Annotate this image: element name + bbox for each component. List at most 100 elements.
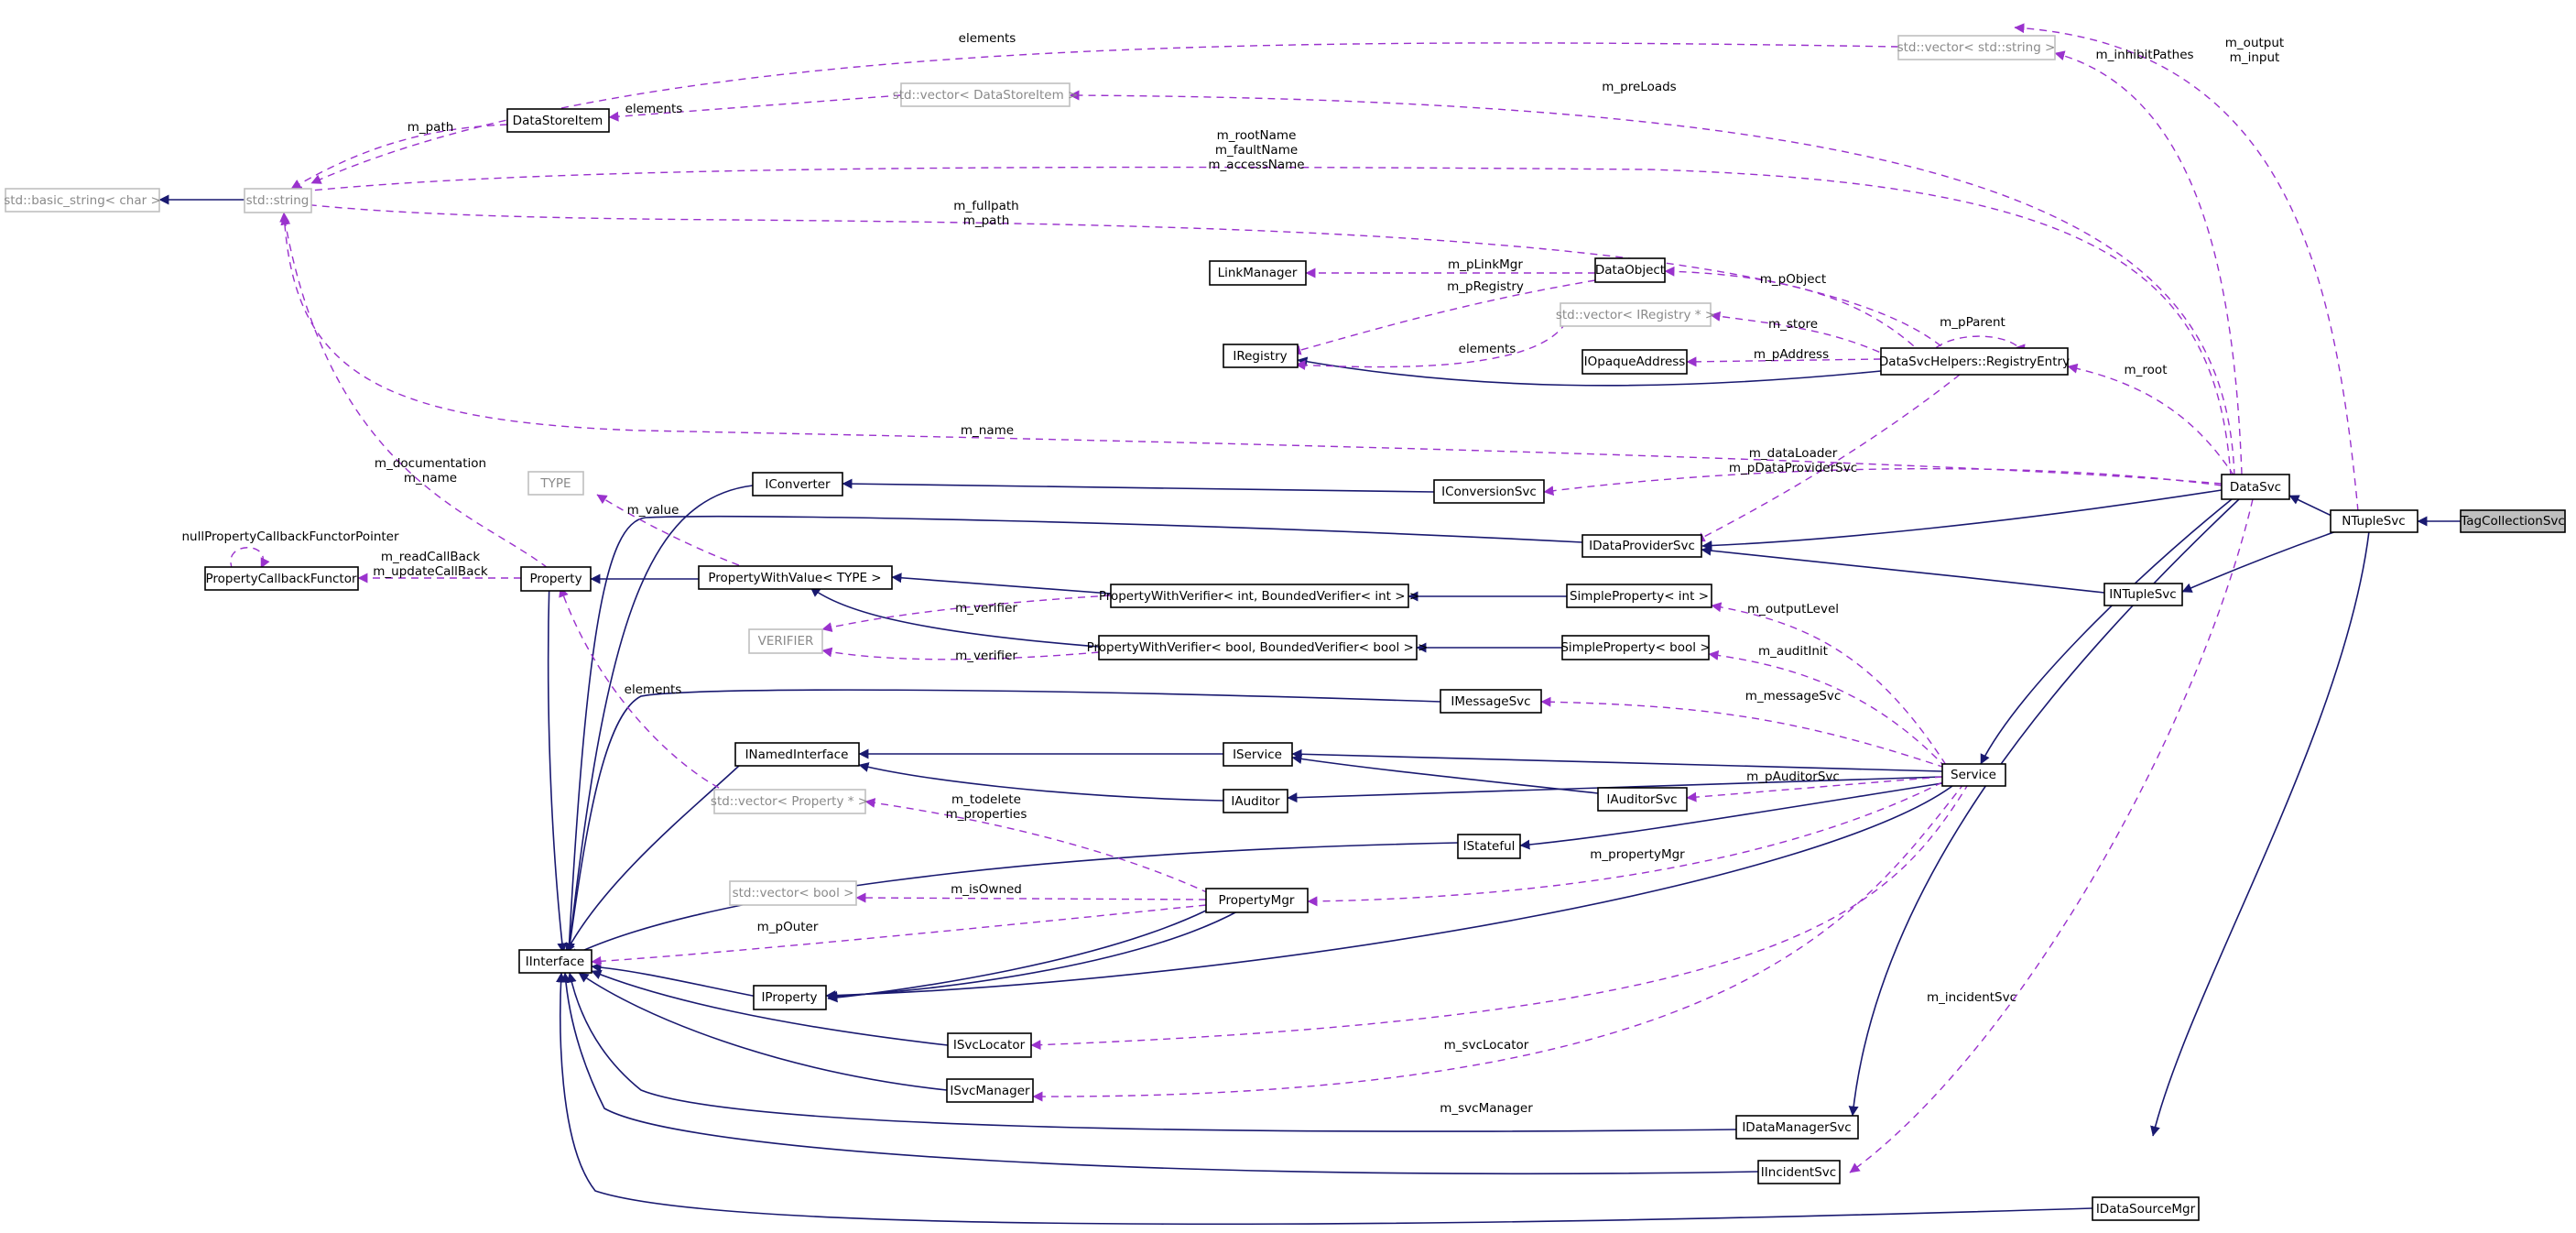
edge-datasvc-registryentry bbox=[2067, 363, 2235, 477]
node-vector-datastoreitem[interactable]: std::vector< DataStoreItem > bbox=[893, 82, 1079, 107]
node-vector-iregistry[interactable]: std::vector< IRegistry * > bbox=[1556, 302, 1715, 327]
edge-propertymgr-iproperty bbox=[827, 910, 1240, 1001]
edge-label: m_input bbox=[2230, 50, 2280, 65]
edge-label: elements bbox=[625, 682, 682, 697]
node-datastoreitem[interactable]: DataStoreItem bbox=[506, 108, 610, 133]
node-vector-string[interactable]: std::vector< std::string > bbox=[1897, 35, 2056, 60]
node-iregistry[interactable]: IRegistry bbox=[1223, 344, 1299, 368]
node-linkmanager[interactable]: LinkManager bbox=[1209, 260, 1307, 286]
edge-label: m_verifier bbox=[955, 601, 1017, 616]
node-verifier[interactable]: VERIFIER bbox=[748, 628, 823, 654]
node-registryentry[interactable]: DataSvcHelpers::RegistryEntry bbox=[1879, 347, 2070, 376]
edge-isvcmanager-iinterface bbox=[578, 972, 948, 1091]
node-label: VERIFIER bbox=[758, 634, 814, 649]
node-label: IRegistry bbox=[1233, 349, 1287, 364]
node-iconversionsvc[interactable]: IConversionSvc bbox=[1433, 479, 1545, 504]
node-pwv-int[interactable]: PropertyWithVerifier< int, BoundedVerifi… bbox=[1099, 584, 1419, 608]
node-isvclocator[interactable]: ISvcLocator bbox=[947, 1032, 1032, 1058]
node-istateful[interactable]: IStateful bbox=[1457, 834, 1521, 859]
edge-label: m_pAuditorSvc bbox=[1746, 769, 1840, 784]
node-idataprovidersvc[interactable]: IDataProviderSvc bbox=[1581, 534, 1702, 558]
node-std-string[interactable]: std::string bbox=[244, 188, 312, 213]
node-service[interactable]: Service bbox=[1941, 763, 2006, 787]
node-vector-bool[interactable]: std::vector< bool > bbox=[729, 880, 857, 906]
node-iincidentsvc[interactable]: IIncidentSvc bbox=[1757, 1160, 1841, 1184]
node-iconverter[interactable]: IConverter bbox=[752, 472, 843, 496]
edge-label: m_output bbox=[2225, 36, 2284, 50]
edge-datasvc-iconversionsvc bbox=[1543, 467, 2223, 496]
node-simpleproperty-bool[interactable]: SimpleProperty< bool > bbox=[1560, 635, 1711, 660]
node-iauditor[interactable]: IAuditor bbox=[1223, 789, 1288, 813]
node-label: PropertyCallbackFunctor bbox=[205, 572, 357, 586]
edge-datasvc-vecdsi bbox=[1069, 90, 2235, 477]
edge-label: m_properties bbox=[946, 807, 1027, 822]
edge-datasvc-idataprovidersvc bbox=[1701, 489, 2223, 551]
edge-registryentry-iregistry bbox=[1297, 356, 1882, 387]
node-pwv-bool[interactable]: PropertyWithVerifier< bool, BoundedVerif… bbox=[1087, 635, 1429, 660]
node-iservice[interactable]: IService bbox=[1223, 742, 1293, 767]
node-vector-property[interactable]: std::vector< Property * > bbox=[711, 789, 868, 814]
node-label: std::basic_string< char > bbox=[4, 193, 161, 208]
node-datasvc[interactable]: DataSvc bbox=[2221, 474, 2290, 500]
node-propertymgr[interactable]: PropertyMgr bbox=[1205, 888, 1309, 913]
edge-label: m_name bbox=[961, 423, 1014, 438]
node-basic-string[interactable]: std::basic_string< char > bbox=[4, 188, 161, 213]
node-simpleproperty-int[interactable]: SimpleProperty< int > bbox=[1566, 584, 1712, 608]
node-propertywithvalue[interactable]: PropertyWithValue< TYPE > bbox=[698, 565, 893, 590]
node-dataobject[interactable]: DataObject bbox=[1594, 257, 1666, 283]
edge-label: m_messageSvc bbox=[1745, 689, 1842, 704]
edge-pwvint-pwv bbox=[891, 573, 1112, 595]
edge-dataobject-iregistry bbox=[1290, 279, 1596, 355]
node-ntuplesvc[interactable]: NTupleSvc bbox=[2330, 509, 2418, 533]
edge-veciregistry-iregistry bbox=[1295, 322, 1567, 371]
node-label: IProperty bbox=[761, 990, 817, 1005]
node-propertycallbackfunctor[interactable]: PropertyCallbackFunctor bbox=[204, 566, 359, 591]
edge-label: m_svcLocator bbox=[1444, 1038, 1529, 1053]
edge-propertymgr-iinterface bbox=[591, 904, 1207, 966]
edge-property-iinterface bbox=[547, 576, 568, 954]
edge-label: elements bbox=[625, 102, 683, 116]
node-iproperty[interactable]: IProperty bbox=[753, 985, 827, 1010]
node-label: std::vector< Property * > bbox=[711, 794, 868, 809]
edge-ntuplesvc-intuplesvc bbox=[2181, 529, 2342, 593]
node-label: ISvcLocator bbox=[953, 1038, 1026, 1053]
node-idatamanagersvc[interactable]: IDataManagerSvc bbox=[1735, 1115, 1859, 1140]
edge-label: nullPropertyCallbackFunctorPointer bbox=[181, 529, 399, 544]
node-label: std::vector< std::string > bbox=[1897, 40, 2056, 55]
node-idatasourcemgr[interactable]: IDataSourceMgr bbox=[2092, 1196, 2200, 1221]
node-type[interactable]: TYPE bbox=[527, 471, 584, 496]
node-iinterface[interactable]: IInterface bbox=[518, 949, 592, 974]
node-tagcollectionsvc[interactable]: TagCollectionSvc bbox=[2460, 509, 2566, 533]
node-iopaqueaddress[interactable]: IOpaqueAddress bbox=[1581, 349, 1688, 375]
node-label: NTupleSvc bbox=[2342, 514, 2405, 529]
edge-ntuplesvc-vecstring bbox=[2014, 23, 2359, 512]
node-inamedinterface[interactable]: INamedInterface bbox=[734, 742, 860, 767]
node-label: Service bbox=[1951, 768, 1996, 782]
edge-label: m_root bbox=[2125, 363, 2168, 377]
edge-label: m_preLoads bbox=[1602, 80, 1676, 94]
edge-iproperty-iinterface bbox=[591, 962, 758, 998]
edge-label: m_pObject bbox=[1760, 272, 1826, 287]
node-isvcmanager[interactable]: ISvcManager bbox=[946, 1078, 1034, 1103]
node-imessagesvc[interactable]: IMessageSvc bbox=[1440, 689, 1542, 714]
node-intuplesvc[interactable]: INTupleSvc bbox=[2103, 583, 2183, 606]
edge-label: m_value bbox=[627, 503, 679, 518]
edge-registryentry-veciregistry bbox=[1710, 311, 1892, 358]
edge-datasvc-stdstring-root bbox=[292, 166, 2232, 477]
node-label: SimpleProperty< int > bbox=[1570, 589, 1709, 604]
edge-label: m_pOuter bbox=[757, 920, 819, 934]
node-label: DataStoreItem bbox=[513, 114, 603, 128]
node-label: SimpleProperty< bool > bbox=[1560, 640, 1710, 655]
edge-label: m_propertyMgr bbox=[1590, 847, 1685, 862]
edge-label: m_updateCallBack bbox=[373, 564, 488, 579]
edge-service-propertymgr bbox=[1307, 781, 1943, 907]
node-property[interactable]: Property bbox=[520, 566, 592, 592]
edge-label: m_pParent bbox=[1940, 315, 2005, 330]
edge-service-imessagesvc bbox=[1540, 696, 1946, 769]
node-label: IDataSourceMgr bbox=[2096, 1202, 2196, 1217]
edge-label: m_incidentSvc bbox=[1927, 990, 2016, 1005]
node-iauditorsvc[interactable]: IAuditorSvc bbox=[1597, 787, 1688, 812]
edge-label: m_fullpath bbox=[953, 199, 1018, 213]
edge-iconversionsvc-iconverter bbox=[842, 478, 1435, 493]
edge-label: m_dataLoader bbox=[1749, 446, 1838, 461]
